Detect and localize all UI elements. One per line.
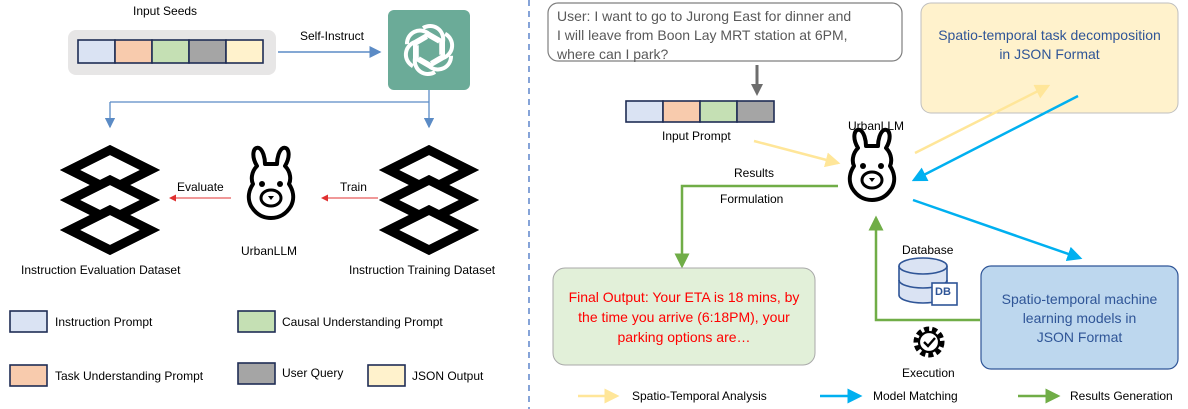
db-icon-text: DB — [935, 286, 951, 298]
user-query-line-3: where can I park? — [557, 46, 669, 62]
decomposition-box — [920, 2, 1179, 114]
evaluate-label: Evaluate — [177, 180, 224, 194]
legend-swatch-causal — [237, 310, 276, 333]
llama-icon-left — [246, 145, 296, 220]
self-instruct-label: Self-Instruct — [300, 29, 365, 43]
legend-causal-label: Causal Understanding Prompt — [282, 315, 443, 329]
split-connector — [104, 90, 435, 129]
final-output-line-3: parking options are… — [617, 329, 751, 345]
formulation-label: Formulation — [720, 192, 784, 206]
results-formulation-arrow — [674, 184, 838, 269]
llm-to-models-arrow — [912, 198, 1083, 261]
user-query-box — [547, 2, 903, 62]
eval-dataset-label: Instruction Evaluation Dataset — [21, 263, 181, 277]
user-query-line-1: User: I want to go to Jurong East for di… — [557, 8, 852, 24]
input-seeds-bar — [77, 39, 264, 64]
model-label-right: UrbanLLM — [848, 119, 905, 133]
legend-instruction-label: Instruction Prompt — [55, 315, 153, 329]
ml-models-box — [980, 265, 1179, 370]
user-query-line-2: I will leave from Boon Lay MRT station a… — [557, 27, 848, 43]
final-output-line-1: Final Output: Your ETA is 18 mins, by — [568, 289, 800, 305]
legend-task-label: Task Understanding Prompt — [55, 369, 204, 383]
decomposition-text: Spatio-temporal task decomposition in JS… — [921, 26, 1178, 64]
legend-swatch-task — [9, 364, 48, 387]
user-query-text: User: I want to go to Jurong East for di… — [557, 7, 851, 64]
execution-return-arrow — [868, 215, 980, 322]
decomposition-to-llm-arrow — [911, 94, 1079, 182]
llm-to-decomposition-arrow — [914, 84, 1051, 155]
legend-analysis-label: Spatio-Temporal Analysis — [632, 389, 767, 403]
legend-swatch-json — [367, 364, 406, 387]
llama-icon-right — [847, 127, 897, 202]
decomposition-line-1: Spatio-temporal task decomposition — [938, 27, 1161, 43]
results-label: Results — [734, 166, 775, 180]
legend-matching-label: Model Matching — [873, 389, 958, 403]
input-prompt-label: Input Prompt — [662, 129, 731, 143]
final-output-box — [552, 267, 816, 366]
input-prompt-bar — [625, 100, 775, 123]
legend-json-label: JSON Output — [412, 369, 484, 383]
final-output-line-2: the time you arrive (6:18PM), your — [578, 309, 790, 325]
openai-logo-icon — [388, 10, 470, 90]
input-seeds-label: Input Seeds — [133, 4, 198, 18]
train-dataset-label: Instruction Training Dataset — [349, 263, 496, 277]
legend-user-query-label: User Query — [282, 366, 344, 380]
train-dataset-stack-icon — [389, 150, 469, 250]
ml-models-text: Spatio-temporal machine learning models … — [981, 290, 1178, 347]
prompt-to-llm-arrow — [753, 139, 841, 168]
ml-models-line-1: Spatio-temporal machine — [1001, 291, 1158, 307]
ml-models-line-3: JSON Format — [1036, 329, 1123, 345]
legend-swatch-user-query — [237, 362, 276, 385]
decomposition-line-2: in JSON Format — [999, 46, 1100, 62]
train-label: Train — [340, 180, 367, 194]
legend-results-label: Results Generation — [1070, 389, 1173, 403]
database-label: Database — [902, 243, 954, 257]
model-label-left: UrbanLLM — [241, 244, 298, 258]
final-output-text: Final Output: Your ETA is 18 mins, by th… — [553, 287, 815, 347]
legend-swatch-instruction — [9, 310, 48, 333]
eval-dataset-stack-icon — [70, 150, 150, 250]
execution-label: Execution — [902, 366, 955, 380]
database-icon — [898, 257, 958, 306]
ml-models-line-2: learning models in — [1022, 310, 1137, 326]
gear-check-icon — [913, 326, 945, 358]
